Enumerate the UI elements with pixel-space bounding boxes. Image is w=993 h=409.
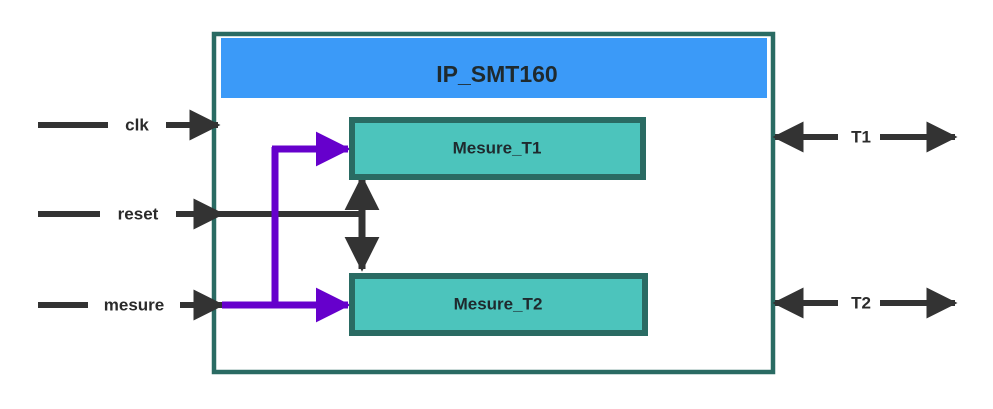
t1-label-backdrop [838, 125, 880, 149]
block-mesure-t2[interactable]: Mesure_T2 [349, 273, 648, 336]
output-signal-t2[interactable]: T2 [772, 287, 958, 319]
input-signal-reset[interactable]: reset [38, 198, 225, 230]
internal-mesure-bus [222, 131, 351, 323]
reset-label: reset [118, 204, 159, 223]
output-signal-t1[interactable]: T1 [772, 121, 958, 153]
mesure-t2-label: Mesure_T2 [454, 294, 543, 313]
input-signal-clk[interactable]: clk [38, 109, 221, 141]
clk-label: clk [125, 115, 149, 134]
internal-reset-bus [220, 175, 380, 272]
mesure-t1-box [349, 117, 646, 180]
mesure-t2-box [349, 273, 648, 336]
t2-label-backdrop [838, 291, 880, 315]
block-mesure-t1[interactable]: Mesure_T1 [349, 117, 646, 180]
t2-label: T2 [851, 293, 871, 312]
mesure-label: mesure [104, 295, 164, 314]
mesure-label-backdrop [88, 293, 180, 317]
input-signal-mesure[interactable]: mesure [38, 289, 225, 321]
t1-label: T1 [851, 127, 871, 146]
reset-label-backdrop [100, 202, 176, 226]
module-title: IP_SMT160 [436, 61, 557, 87]
module-header-bar [221, 38, 767, 98]
clk-label-backdrop [108, 113, 166, 137]
mesure-t1-label: Mesure_T1 [453, 138, 542, 157]
